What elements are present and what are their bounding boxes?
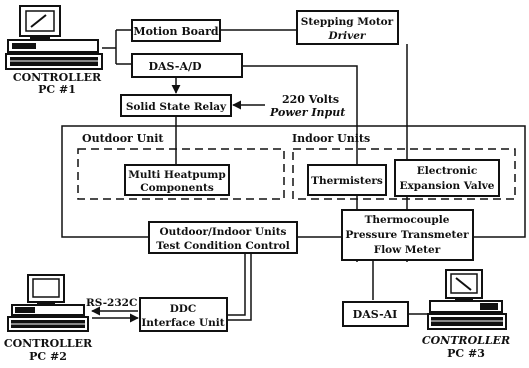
sensors-box: Thermocouple Pressure Transmeter Flow Me…: [342, 210, 473, 260]
rs232c-label: RS-232C: [86, 297, 137, 309]
das-ai-box: DAS-AI: [343, 302, 408, 326]
heatpump-label-line2: Components: [140, 182, 214, 194]
controller-pc2: CONTROLLER PC #2: [4, 275, 93, 363]
ddc-label-line2: Interface Unit: [141, 317, 224, 329]
test-condition-control-box: Outdoor/Indoor Units Test Condition Cont…: [149, 222, 297, 253]
pc1-links: [102, 30, 132, 64]
pc2-label-line2: PC #2: [29, 350, 67, 363]
pc1-label-line2: PC #1: [38, 83, 76, 96]
computer-icon: [8, 275, 88, 331]
stepping-motor-label-line1: Stepping Motor: [301, 16, 394, 28]
sensors-label-line3: Flow Meter: [374, 244, 441, 256]
test-cond-label-line2: Test Condition Control: [156, 240, 290, 252]
stepping-motor-label-line2: Driver: [328, 30, 367, 42]
multi-heatpump-box: Multi Heatpump Components: [125, 165, 229, 195]
motion-board-box: Motion Board: [132, 20, 220, 41]
pc3-label-line2: PC #3: [447, 347, 485, 360]
sensors-label-line2: Pressure Transmeter: [345, 229, 469, 241]
pc3-label-line1: CONTROLLER: [422, 334, 510, 347]
indoor-units-label: Indoor Units: [292, 132, 370, 145]
pc2-label-line1: CONTROLLER: [4, 337, 93, 350]
das-ad-label: DAS-A/D: [148, 60, 202, 73]
power-label-line2: Power Input: [269, 106, 345, 119]
computer-icon: [6, 6, 102, 69]
controller-pc1: CONTROLLER PC #1: [6, 6, 102, 96]
power-label-line1: 220 Volts: [282, 93, 339, 106]
motion-board-label: Motion Board: [133, 25, 218, 38]
eev-box: Electronic Expansion Valve: [395, 160, 499, 196]
test-cond-label-line1: Outdoor/Indoor Units: [160, 226, 287, 238]
heatpump-label-line1: Multi Heatpump: [128, 169, 225, 181]
outdoor-unit-label: Outdoor Unit: [82, 132, 164, 145]
ddc-interface-box: DDC Interface Unit: [140, 298, 227, 331]
computer-icon: [428, 270, 506, 329]
sensors-label-line1: Thermocouple: [365, 214, 450, 226]
ssr-label: Solid State Relay: [126, 101, 227, 113]
eev-label-line1: Electronic: [417, 165, 477, 177]
thermisters-label: Thermisters: [311, 175, 383, 187]
solid-state-relay-box: Solid State Relay: [121, 95, 231, 116]
rs232c-link: [92, 311, 138, 318]
ddc-label-line1: DDC: [170, 303, 197, 315]
thermisters-box: Thermisters: [308, 165, 386, 195]
das-ai-label: DAS-AI: [353, 308, 398, 321]
stepping-motor-driver-box: Stepping Motor Driver: [297, 11, 398, 44]
controller-pc3: CONTROLLER PC #3: [422, 270, 510, 360]
test-cond-to-ddc-link: [227, 253, 251, 320]
eev-label-line2: Expansion Valve: [400, 180, 495, 192]
das-ad-box: DAS-A/D: [132, 54, 242, 77]
